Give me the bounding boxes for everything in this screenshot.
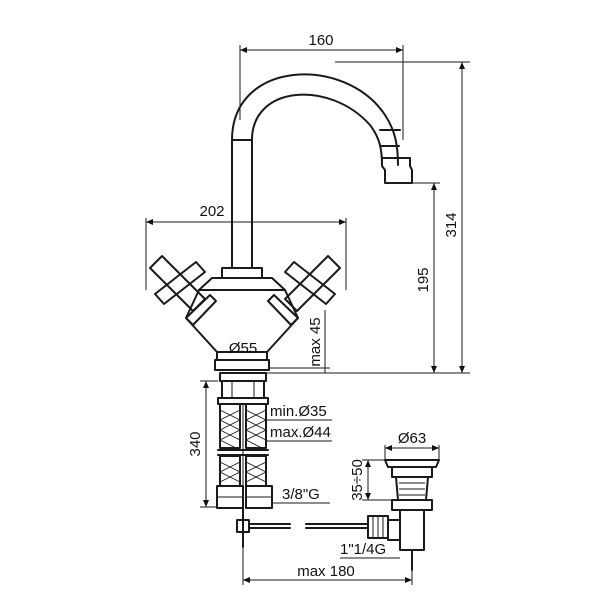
dim-160-label: 160 bbox=[308, 32, 333, 49]
dim-195-label: 195 bbox=[415, 267, 432, 292]
dim-195-group: 195 bbox=[412, 182, 440, 373]
dim-202-label: 202 bbox=[199, 203, 224, 220]
flexible-hoses bbox=[216, 403, 273, 509]
right-handle bbox=[267, 255, 341, 326]
dim-202-group: 202 bbox=[145, 203, 347, 290]
dim-hole-group: min.Ø35 max.Ø44 bbox=[266, 403, 332, 442]
dim-1-1-4g-label: 1"1/4G bbox=[340, 541, 386, 558]
popup-rod bbox=[236, 507, 369, 548]
dim-1-1-4g-group: 1"1/4G bbox=[340, 541, 400, 559]
deck-fixing bbox=[217, 372, 269, 405]
dim-160-group: 160 bbox=[239, 32, 404, 140]
dim-max180-label: max 180 bbox=[297, 563, 355, 580]
left-handle bbox=[149, 255, 217, 326]
dim-3-8g-group: 3/8"G bbox=[272, 486, 330, 504]
dim-35-50-group: 35÷50 bbox=[349, 459, 392, 501]
dim-35-50-label: 35÷50 bbox=[349, 459, 366, 501]
dim-o55-label: Ø55 bbox=[229, 340, 257, 357]
dim-max45-label: max 45 bbox=[307, 317, 324, 366]
dim-314-group: 314 bbox=[265, 61, 470, 374]
dim-max45-group: max 45 bbox=[270, 310, 330, 373]
dim-340-label: 340 bbox=[187, 431, 204, 456]
mixer-body: Ø55 bbox=[185, 267, 299, 371]
dim-o63-label: Ø63 bbox=[398, 430, 426, 447]
dim-3-8g-label: 3/8"G bbox=[282, 486, 320, 503]
dim-max180-group: max 180 bbox=[242, 547, 413, 585]
spout bbox=[231, 73, 413, 269]
dim-340-group: 340 bbox=[187, 380, 218, 508]
waste-fitting: Ø63 bbox=[367, 430, 440, 571]
dim-min35-label: min.Ø35 bbox=[270, 403, 327, 420]
dim-314-label: 314 bbox=[443, 212, 460, 237]
dim-max44-label: max.Ø44 bbox=[270, 424, 331, 441]
